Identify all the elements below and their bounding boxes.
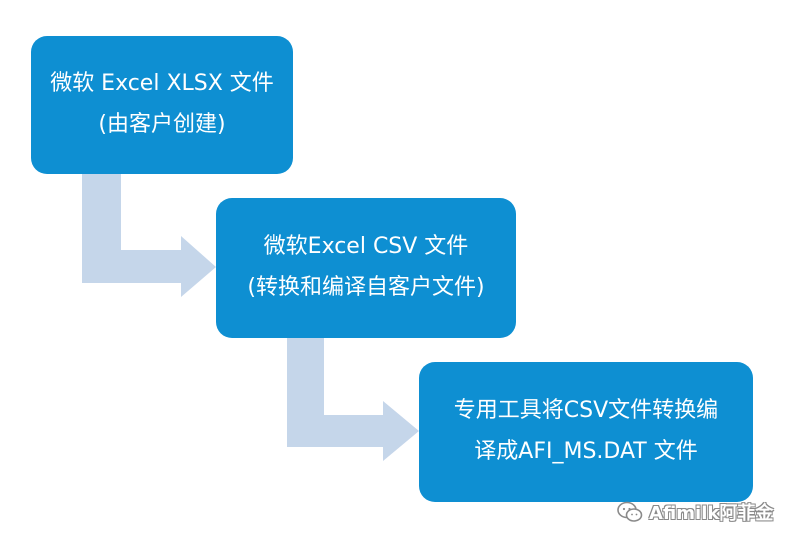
step-box-csv: 微软Excel CSV 文件 (转换和编译自客户文件) — [216, 198, 516, 338]
step3-line1: 专用工具将CSV文件转换编 — [453, 398, 719, 424]
step-box-xlsx: 微软 Excel XLSX 文件 (由客户创建) — [31, 36, 293, 174]
step1-title: 微软 Excel XLSX 文件 — [50, 71, 274, 97]
step-box-dat: 专用工具将CSV文件转换编 译成AFI_MS.DAT 文件 — [419, 362, 753, 502]
wechat-icon — [617, 501, 643, 522]
arrow-step1-to-step2 — [82, 174, 216, 297]
step2-title: 微软Excel CSV 文件 — [263, 234, 469, 260]
arrow-step2-to-step3 — [287, 338, 419, 461]
step2-subtitle: (转换和编译自客户文件) — [247, 275, 485, 300]
watermark-text: Afimilk阿菲金 — [649, 503, 774, 524]
step1-subtitle: (由客户创建) — [98, 112, 226, 137]
step3-line2: 译成AFI_MS.DAT 文件 — [474, 439, 698, 464]
watermark: Afimilk阿菲金 — [617, 497, 773, 527]
